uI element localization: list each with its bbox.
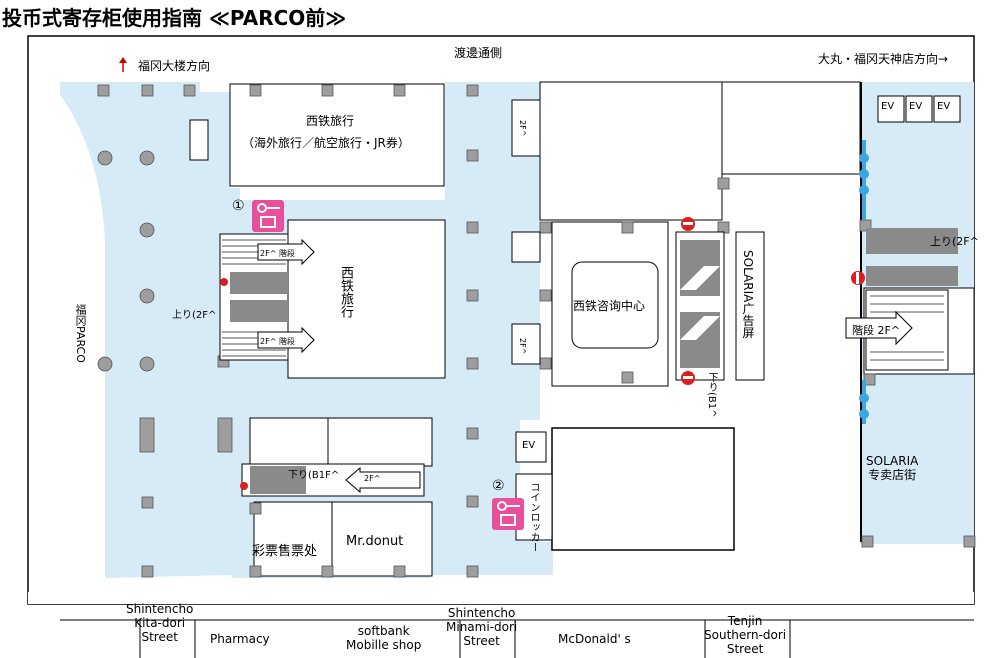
direction-northeast: 大丸・福冈天神店方向→ xyxy=(818,52,949,66)
no-entry-signs xyxy=(220,217,865,490)
elevator-label-4: EV xyxy=(522,440,536,451)
stairs-down-b1f-mid: 下り(B1^ xyxy=(706,372,717,418)
shop-mcdonalds: McDonald' s xyxy=(558,632,631,646)
info-center-label: 西铁咨询中心 xyxy=(573,299,646,313)
stairs-2f-right: 階段 2F^ xyxy=(852,324,901,337)
street-band xyxy=(28,592,974,604)
elevator-label-3: EV xyxy=(937,101,951,112)
stairs-down-b1f-left: 下り(B1F^ xyxy=(288,470,340,481)
east-wall xyxy=(860,82,862,542)
east-stairs xyxy=(845,228,958,371)
east-upper-block xyxy=(539,81,723,221)
travel-office-title: 西铁旅行 xyxy=(306,114,355,128)
coin-locker-vertical-label: コインロッカー xyxy=(528,482,539,552)
parco-label: 福冈PARCO xyxy=(74,304,87,363)
locker-1-number: ① xyxy=(232,198,245,214)
solaria-ad-label: SOLARIA广告屏 xyxy=(741,250,755,339)
coin-locker-2 xyxy=(492,498,524,530)
travel-office-block xyxy=(287,219,446,379)
round-pillars xyxy=(97,150,155,372)
lottery-label: 彩票售票处 xyxy=(252,544,318,559)
ad-panel xyxy=(735,231,765,381)
square-pillars xyxy=(97,84,976,578)
stairs-small-a: 2F^ 階段 xyxy=(260,249,295,258)
info-center-desk xyxy=(571,261,659,349)
stairs-small-d: 2F^ xyxy=(518,120,527,137)
travel-office-vertical: 西铁旅行 xyxy=(338,266,353,318)
direction-north: 福冈大楼方向 xyxy=(138,59,211,73)
shop-softbank: softbank Mobille shop xyxy=(346,624,422,652)
south-block xyxy=(551,427,735,551)
travel-office-top xyxy=(229,83,445,187)
locker-2-number: ② xyxy=(492,478,505,494)
ticket-gates xyxy=(859,140,869,424)
page-title: 投币式寄存柜使用指南 ≪PARCO前≫ xyxy=(2,6,347,30)
stairs-small-c: 2F^ xyxy=(364,474,381,483)
long-pillars xyxy=(139,417,233,453)
south-stairs xyxy=(241,463,425,497)
entrance-stairs xyxy=(189,99,541,365)
stairs-small-e: 2F^ xyxy=(518,338,527,355)
shop-pharmacy: Pharmacy xyxy=(210,632,270,646)
central-escalators xyxy=(675,231,725,381)
solaria-shop-label: SOLARIA 专卖店街 xyxy=(866,454,919,482)
stairs-up-2f-right: 上り(2F^ xyxy=(930,235,979,248)
mr-donut-shop xyxy=(331,501,433,577)
west-stairs xyxy=(219,233,315,361)
mr-donut-label: Mr.donut xyxy=(346,534,404,549)
stairs-up-2f-left: 上り(2F^ xyxy=(172,310,217,321)
street-kita-dori: Shintencho Kita-dori Street xyxy=(126,602,194,644)
direction-top-center: 渡邊通側 xyxy=(454,46,503,60)
street-tenjin-southern: Tenjin Southern-dori Street xyxy=(704,614,787,656)
elevator-label-2: EV xyxy=(909,101,923,112)
stairs-small-b: 2F^ 階段 xyxy=(260,337,295,346)
south-west-block xyxy=(249,417,433,467)
travel-office-subtitle: （海外旅行／航空旅行・JR券） xyxy=(242,136,410,150)
elevator-label-1: EV xyxy=(881,101,895,112)
east-corner-block xyxy=(721,81,861,175)
street-minami-dori: Shintencho Minami-dori Street xyxy=(446,606,518,648)
lottery-booth xyxy=(253,501,333,577)
floor-east-lower xyxy=(860,374,974,544)
coin-locker-1 xyxy=(252,200,284,232)
